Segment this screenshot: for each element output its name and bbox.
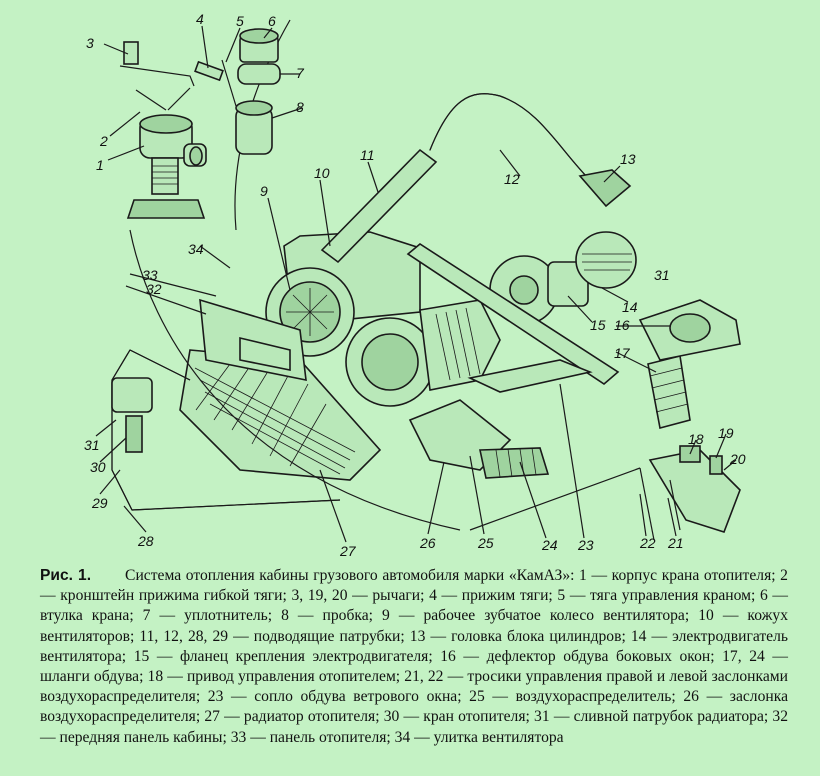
callout-label: 7 (296, 65, 305, 81)
heater-radiator (179, 298, 382, 481)
callout-label: 6 (268, 13, 276, 29)
cabin-front-panel (129, 229, 461, 531)
air-distributor (408, 299, 741, 479)
callout-label: 23 (577, 537, 594, 553)
supply-pipes (320, 93, 632, 264)
callout-label: 14 (622, 299, 638, 315)
windshield-nozzle (406, 243, 620, 393)
callout-label: 33 (142, 267, 158, 283)
callout-label: 24 (541, 537, 558, 553)
callout-label: 22 (639, 535, 656, 551)
callout-label: 5 (236, 13, 244, 29)
radiator-pipes (111, 349, 341, 511)
leader-lines (95, 25, 737, 543)
heater-system-diagram: 1234567891011121314151617181920212223242… (84, 11, 746, 559)
callout-label: 4 (196, 11, 204, 27)
callout-label: 28 (137, 533, 154, 549)
figure-caption-text: Система отопления кабины грузового автом… (40, 567, 788, 746)
callout-label: 29 (91, 495, 108, 511)
heater-control-drive (639, 445, 741, 541)
callout-label: 16 (614, 317, 630, 333)
callout-label: 26 (419, 535, 436, 551)
callout-label: 19 (718, 425, 734, 441)
callout-label: 11 (360, 147, 375, 163)
callout-label: 27 (339, 543, 357, 559)
callout-label: 9 (260, 183, 268, 199)
callout-label: 3 (86, 35, 94, 51)
callout-label: 10 (314, 165, 330, 181)
callout-label: 31 (84, 437, 100, 453)
callout-label: 30 (90, 459, 106, 475)
callout-label: 8 (296, 99, 304, 115)
heater-tap-detail (119, 28, 281, 219)
figure-caption: Рис. 1.Система отопления кабины грузовог… (40, 566, 788, 748)
fan-housing (265, 231, 501, 407)
callout-label: 12 (504, 171, 520, 187)
callout-label: 32 (146, 281, 162, 297)
figure-label: Рис. 1. (40, 567, 92, 584)
callout-label: 13 (620, 151, 636, 167)
callout-label: 21 (667, 535, 684, 551)
callout-label: 31 (654, 267, 670, 283)
callout-label: 20 (729, 451, 746, 467)
callout-label: 17 (614, 345, 631, 361)
callout-label: 15 (590, 317, 606, 333)
callout-label: 18 (688, 431, 704, 447)
callout-label: 34 (188, 241, 204, 257)
callout-label: 25 (477, 535, 494, 551)
callout-label: 1 (96, 157, 104, 173)
callout-label: 2 (99, 133, 108, 149)
